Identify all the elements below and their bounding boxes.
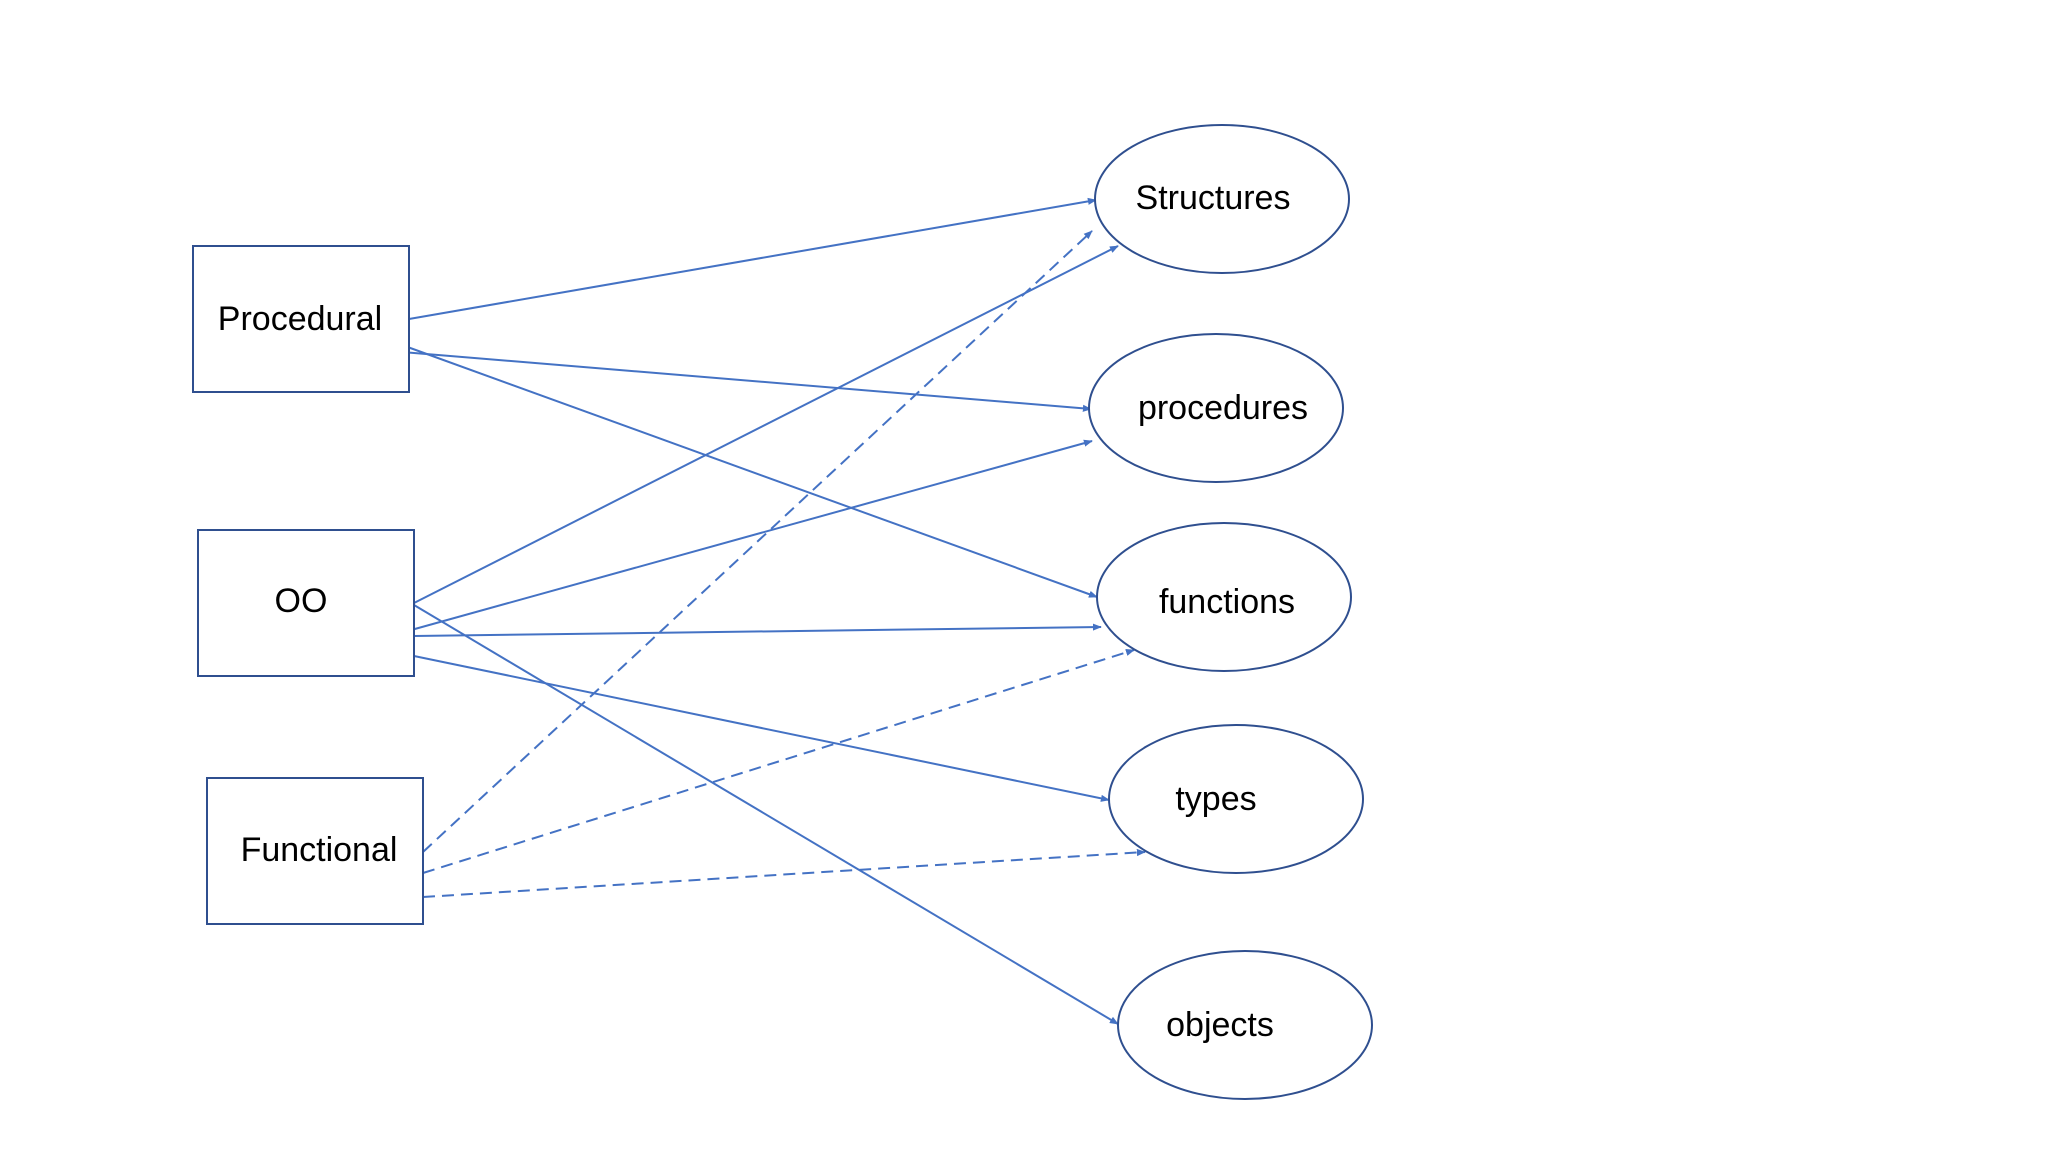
target-ellipse-objects bbox=[1117, 950, 1373, 1100]
source-node-functional: Functional bbox=[206, 777, 424, 925]
edge-procedural-to-structures bbox=[408, 197, 1097, 320]
source-label-oo: OO bbox=[275, 582, 328, 620]
edge-procedural-to-functions bbox=[401, 344, 1098, 598]
edge-procedural-to-procedures bbox=[401, 351, 1092, 412]
source-label-procedural: Procedural bbox=[218, 300, 382, 338]
target-node-structures: Structures bbox=[1094, 124, 1350, 274]
target-ellipse-types bbox=[1108, 724, 1364, 874]
target-node-types: types bbox=[1108, 724, 1364, 874]
edge-oo-to-structures bbox=[413, 245, 1119, 604]
source-node-procedural: Procedural bbox=[192, 245, 410, 393]
edge-functional-to-types bbox=[422, 848, 1146, 898]
target-node-objects: objects bbox=[1117, 950, 1373, 1100]
edge-oo-to-procedures bbox=[403, 439, 1093, 633]
source-box-procedural bbox=[192, 245, 410, 393]
target-label-structures: Structures bbox=[1136, 179, 1291, 217]
edges-layer bbox=[401, 197, 1146, 1025]
edge-functional-to-functions bbox=[422, 648, 1135, 874]
edge-functional-to-structures bbox=[422, 230, 1093, 853]
source-node-oo: OO bbox=[197, 529, 415, 677]
target-label-procedures: procedures bbox=[1138, 389, 1308, 427]
source-box-oo bbox=[197, 529, 415, 677]
target-label-types: types bbox=[1175, 780, 1256, 818]
source-label-functional: Functional bbox=[241, 831, 398, 869]
target-ellipse-procedures bbox=[1088, 333, 1344, 483]
target-ellipse-functions bbox=[1096, 522, 1352, 672]
target-label-objects: objects bbox=[1166, 1006, 1274, 1044]
edge-oo-to-functions bbox=[413, 623, 1102, 637]
edge-oo-to-types bbox=[413, 655, 1110, 802]
edge-oo-to-objects bbox=[413, 604, 1119, 1025]
target-node-functions: functions bbox=[1096, 522, 1352, 672]
target-node-procedures: procedures bbox=[1088, 333, 1344, 483]
source-box-functional bbox=[206, 777, 424, 925]
target-ellipse-structures bbox=[1094, 124, 1350, 274]
target-label-functions: functions bbox=[1159, 583, 1295, 621]
